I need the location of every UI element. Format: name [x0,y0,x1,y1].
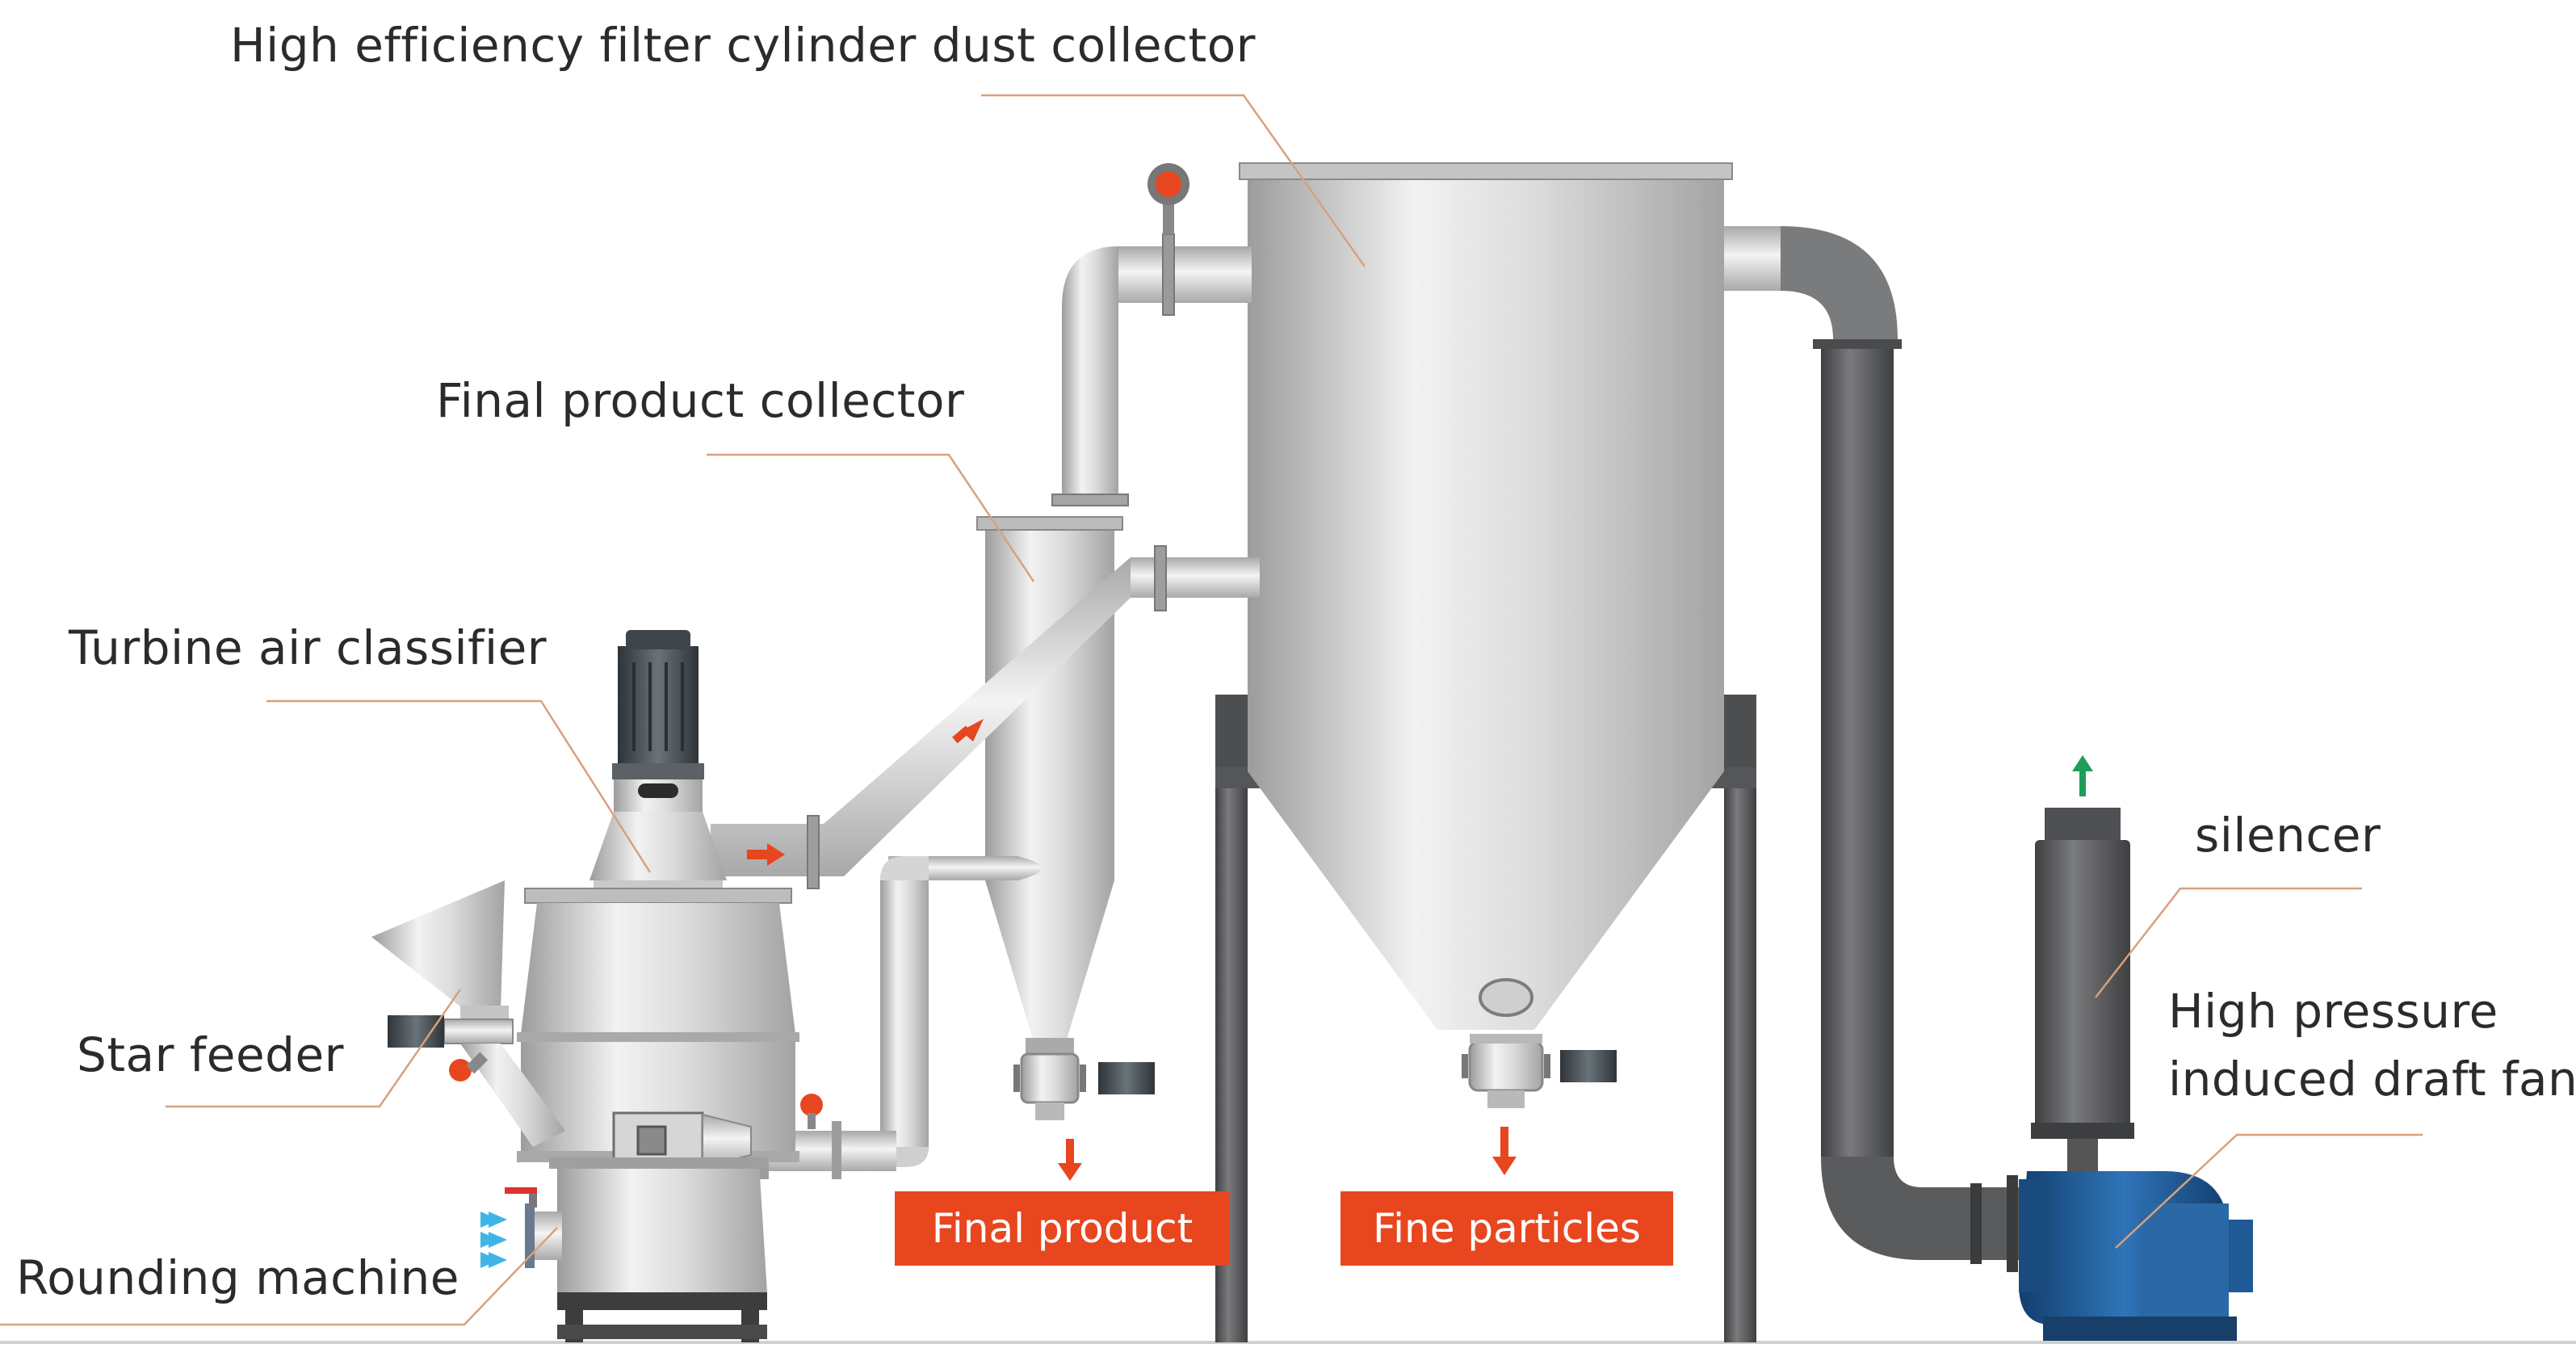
rounding-machine-label: Rounding machine [16,1250,459,1305]
silencer [2031,808,2134,1179]
rounding-machine [480,1157,767,1342]
star-feeder-label: Star feeder [77,1027,345,1082]
leader-dust-collector [981,94,1366,267]
silencer-label: silencer [2195,808,2381,863]
induced-draft-fan [2019,1171,2253,1341]
final-product-output-text: Final product [931,1205,1194,1252]
dust-collector-label: High efficiency filter cylinder dust col… [230,18,1257,73]
fan-label-line1: High pressure [2168,984,2498,1039]
exhaust-arrow [2072,755,2093,796]
leader-rounding-machine [0,1227,558,1326]
transfer-pipe [711,545,1260,889]
dust-collector [1215,162,1756,1342]
turbine-air-classifier [517,630,799,1170]
fan-label-line2: induced draft fan [2168,1052,2576,1107]
leader-silencer [2095,887,2362,998]
fine-particles-output-text: Fine particles [1373,1205,1641,1252]
exhaust-duct [1724,226,2019,1272]
leader-lines [0,94,2423,1326]
final-product-output-badge: Final product [895,1191,1230,1266]
leader-fan [2115,1133,2423,1249]
fine-particles-output-badge: Fine particles [1340,1191,1673,1266]
leader-classifier [266,699,652,873]
final-product-arrow [1058,1139,1082,1181]
classifier-label: Turbine air classifier [69,620,548,675]
fine-particles-arrow [1492,1127,1517,1175]
star-feeder [371,880,565,1147]
leader-product-collector [707,453,1035,582]
upper-pipe [1051,163,1252,506]
product-collector-label: Final product collector [436,373,965,428]
leader-star-feeder [166,989,462,1108]
